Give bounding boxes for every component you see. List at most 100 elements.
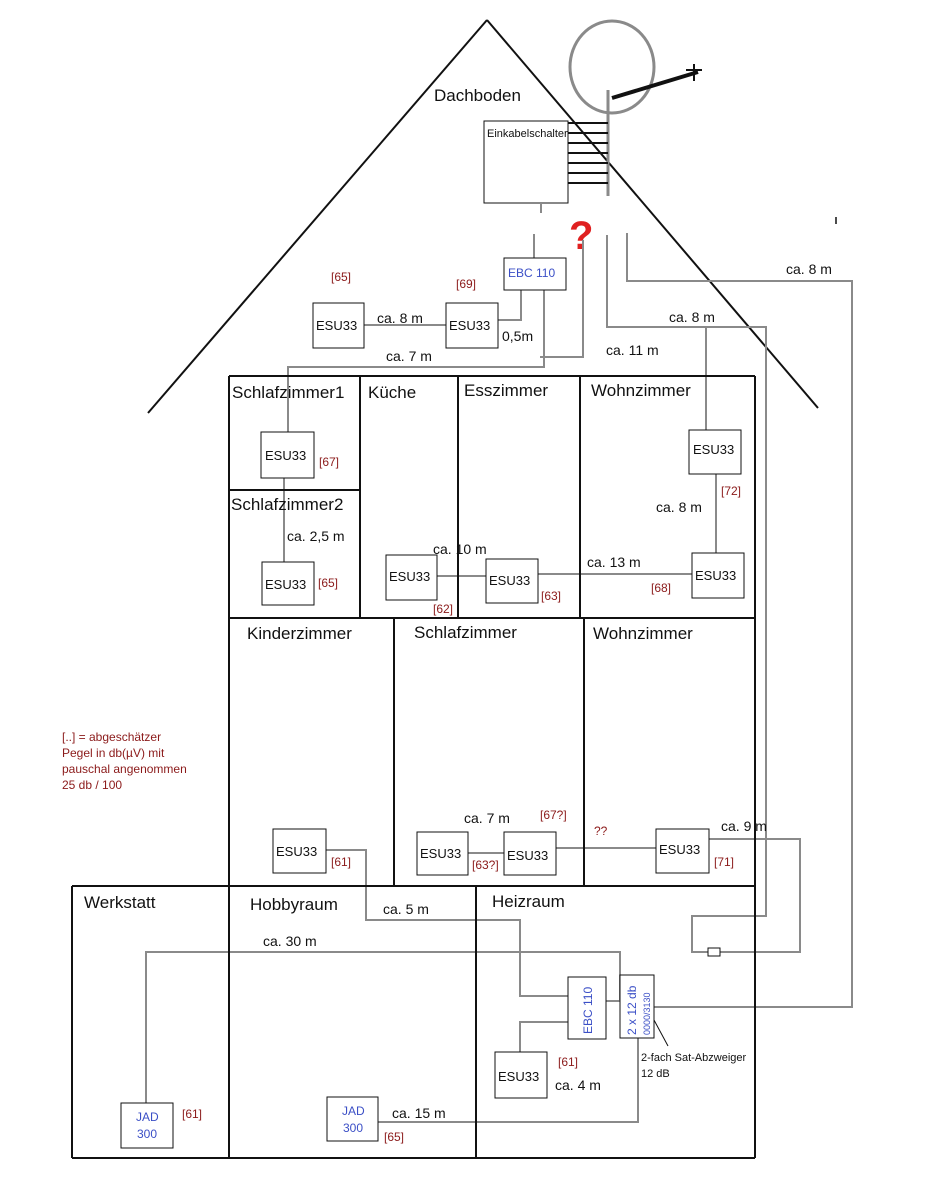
level-wz-og-top: [72] [721, 484, 741, 498]
esu-attic-2-label: ESU33 [449, 318, 490, 333]
einkabelschalter-label: Einkabelschalter [487, 128, 568, 140]
ebc-attic-box [503, 257, 567, 291]
esu-sz1-label: ESU33 [265, 448, 306, 463]
jad-werkstatt-box [120, 1102, 174, 1149]
legend-line-2: Pegel in db(µV) mit [62, 746, 165, 760]
jad-werkstatt-label-2: 300 [137, 1127, 157, 1141]
esu-sz1-box [260, 431, 315, 479]
level-ess: [63] [541, 589, 561, 603]
room-hobbyraum: Hobbyraum [250, 895, 338, 914]
room-wohnzimmer-og: Wohnzimmer [591, 381, 691, 400]
abzweiger-note-1: 2-fach Sat-Abzweiger [641, 1052, 746, 1064]
room-wohnzimmer-eg: Wohnzimmer [593, 624, 693, 643]
level-sz-right: [67?] [540, 808, 567, 822]
distance-9m: ca. 9 m [721, 818, 767, 834]
distance-11m: ca. 11 m [606, 342, 659, 358]
jad-hobby-label-2: 300 [343, 1121, 363, 1135]
distance-7m-attic: ca. 7 m [386, 348, 432, 364]
abzweiger-label-1: 2 x 12 db [625, 985, 639, 1035]
cable-8m-right [626, 233, 853, 1008]
esu-wz-og-bottom-box [691, 552, 745, 599]
room-dachboden: Dachboden [434, 86, 521, 105]
esu-ess-box [485, 558, 539, 604]
level-attic-esu2: [69] [456, 277, 476, 291]
level-kueche: [62] [433, 602, 453, 616]
level-wz-og-bottom: [68] [651, 581, 671, 595]
jad-hobby-label-1: JAD [342, 1104, 365, 1118]
distance-8m-attic: ca. 8 m [377, 310, 423, 326]
cable-30m [145, 951, 621, 1103]
level-sz-left: [63?] [472, 858, 499, 872]
cable-8m-coupler [607, 326, 767, 953]
level-sz1: [67] [319, 455, 339, 469]
abzweiger-label-2: 0000/3130 [642, 992, 652, 1035]
esu-sz-left-label: ESU33 [420, 846, 461, 861]
room-schlafzimmer1: Schlafzimmer1 [232, 383, 344, 402]
roof-left-edge [147, 19, 488, 414]
ground-floor-walls [71, 618, 756, 1159]
cable-wz-og [606, 235, 707, 430]
esu-wz-og-bottom-label: ESU33 [695, 568, 736, 583]
level-wz-eg: [71] [714, 855, 734, 869]
distance-2-5m: ca. 2,5 m [287, 528, 345, 544]
distance-4m: ca. 4 m [555, 1077, 601, 1093]
room-esszimmer: Esszimmer [464, 381, 548, 400]
room-heizraum: Heizraum [492, 892, 565, 911]
legend-line-4: 25 db / 100 [62, 778, 122, 792]
level-heiz: [61] [558, 1055, 578, 1069]
room-kinderzimmer: Kinderzimmer [247, 624, 352, 643]
coupler [707, 947, 721, 957]
jad-hobby-box [326, 1096, 379, 1142]
legend-line-3: pauschal angenommen [62, 762, 187, 776]
upper-floor-walls [228, 375, 756, 619]
cable-kinder-heiz [326, 849, 568, 997]
cable-ebc-sz1 [287, 290, 545, 432]
abzweiger-pointer [653, 1019, 669, 1047]
distance-15m: ca. 15 m [392, 1105, 446, 1121]
esu-kueche-box [385, 554, 438, 601]
distance-8m-right: ca. 8 m [786, 261, 832, 277]
legend-line-1: [..] = abgeschätzer [62, 730, 161, 744]
esu-wz-og-top-label: ESU33 [693, 442, 734, 457]
room-werkstatt: Werkstatt [84, 893, 156, 912]
cable-ebc-heiz-esu [519, 1021, 568, 1052]
distance-5m: ca. 5 m [383, 901, 429, 917]
level-hobby: [65] [384, 1130, 404, 1144]
esu-wz-og-top-box [688, 429, 742, 475]
level-kinder: [61] [331, 855, 351, 869]
esu-kinder-box [272, 828, 327, 874]
ebc-heiz-box [567, 976, 607, 1040]
esu-sz-right-box [503, 831, 557, 876]
level-sz2: [65] [318, 576, 338, 590]
room-kueche: Küche [368, 383, 416, 402]
esu-kueche-label: ESU33 [389, 569, 430, 584]
distance-7m-sz: ca. 7 m [464, 810, 510, 826]
cable-ebc-esu-attic [498, 290, 522, 321]
esu-heiz-label: ESU33 [498, 1069, 539, 1084]
level-attic-esu1: [65] [331, 270, 351, 284]
room-schlafzimmer: Schlafzimmer [414, 623, 517, 642]
distance-10m: ca. 10 m [433, 541, 487, 557]
esu-attic-1-label: ESU33 [316, 318, 357, 333]
ebc-attic-label: EBC 110 [508, 266, 555, 280]
abzweiger-note-2: 12 dB [641, 1068, 670, 1080]
esu-wz-eg-box [655, 828, 710, 874]
roof-right-edge [486, 19, 819, 409]
esu-sz2-label: ESU33 [265, 577, 306, 592]
abzweiger-box [619, 974, 655, 1039]
distance-8m-wz: ca. 8 m [656, 499, 702, 515]
question-mark: ? [569, 214, 593, 258]
esu-sz-right-label: ESU33 [507, 848, 548, 863]
esu-kinder-label: ESU33 [276, 844, 317, 859]
distance-8m-mid: ca. 8 m [669, 309, 715, 325]
level-unknown: ?? [594, 824, 608, 838]
ebc-heiz-label: EBC 110 [581, 987, 595, 1034]
lnb-cables [568, 122, 608, 184]
cable-coupler-wz-eg [706, 838, 801, 953]
room-schlafzimmer2: Schlafzimmer2 [231, 495, 343, 514]
distance-05m: 0,5m [502, 328, 533, 344]
esu-heiz-box [494, 1051, 548, 1099]
einkabelschalter-box [483, 120, 569, 204]
jad-werkstatt-label-1: JAD [136, 1110, 159, 1124]
